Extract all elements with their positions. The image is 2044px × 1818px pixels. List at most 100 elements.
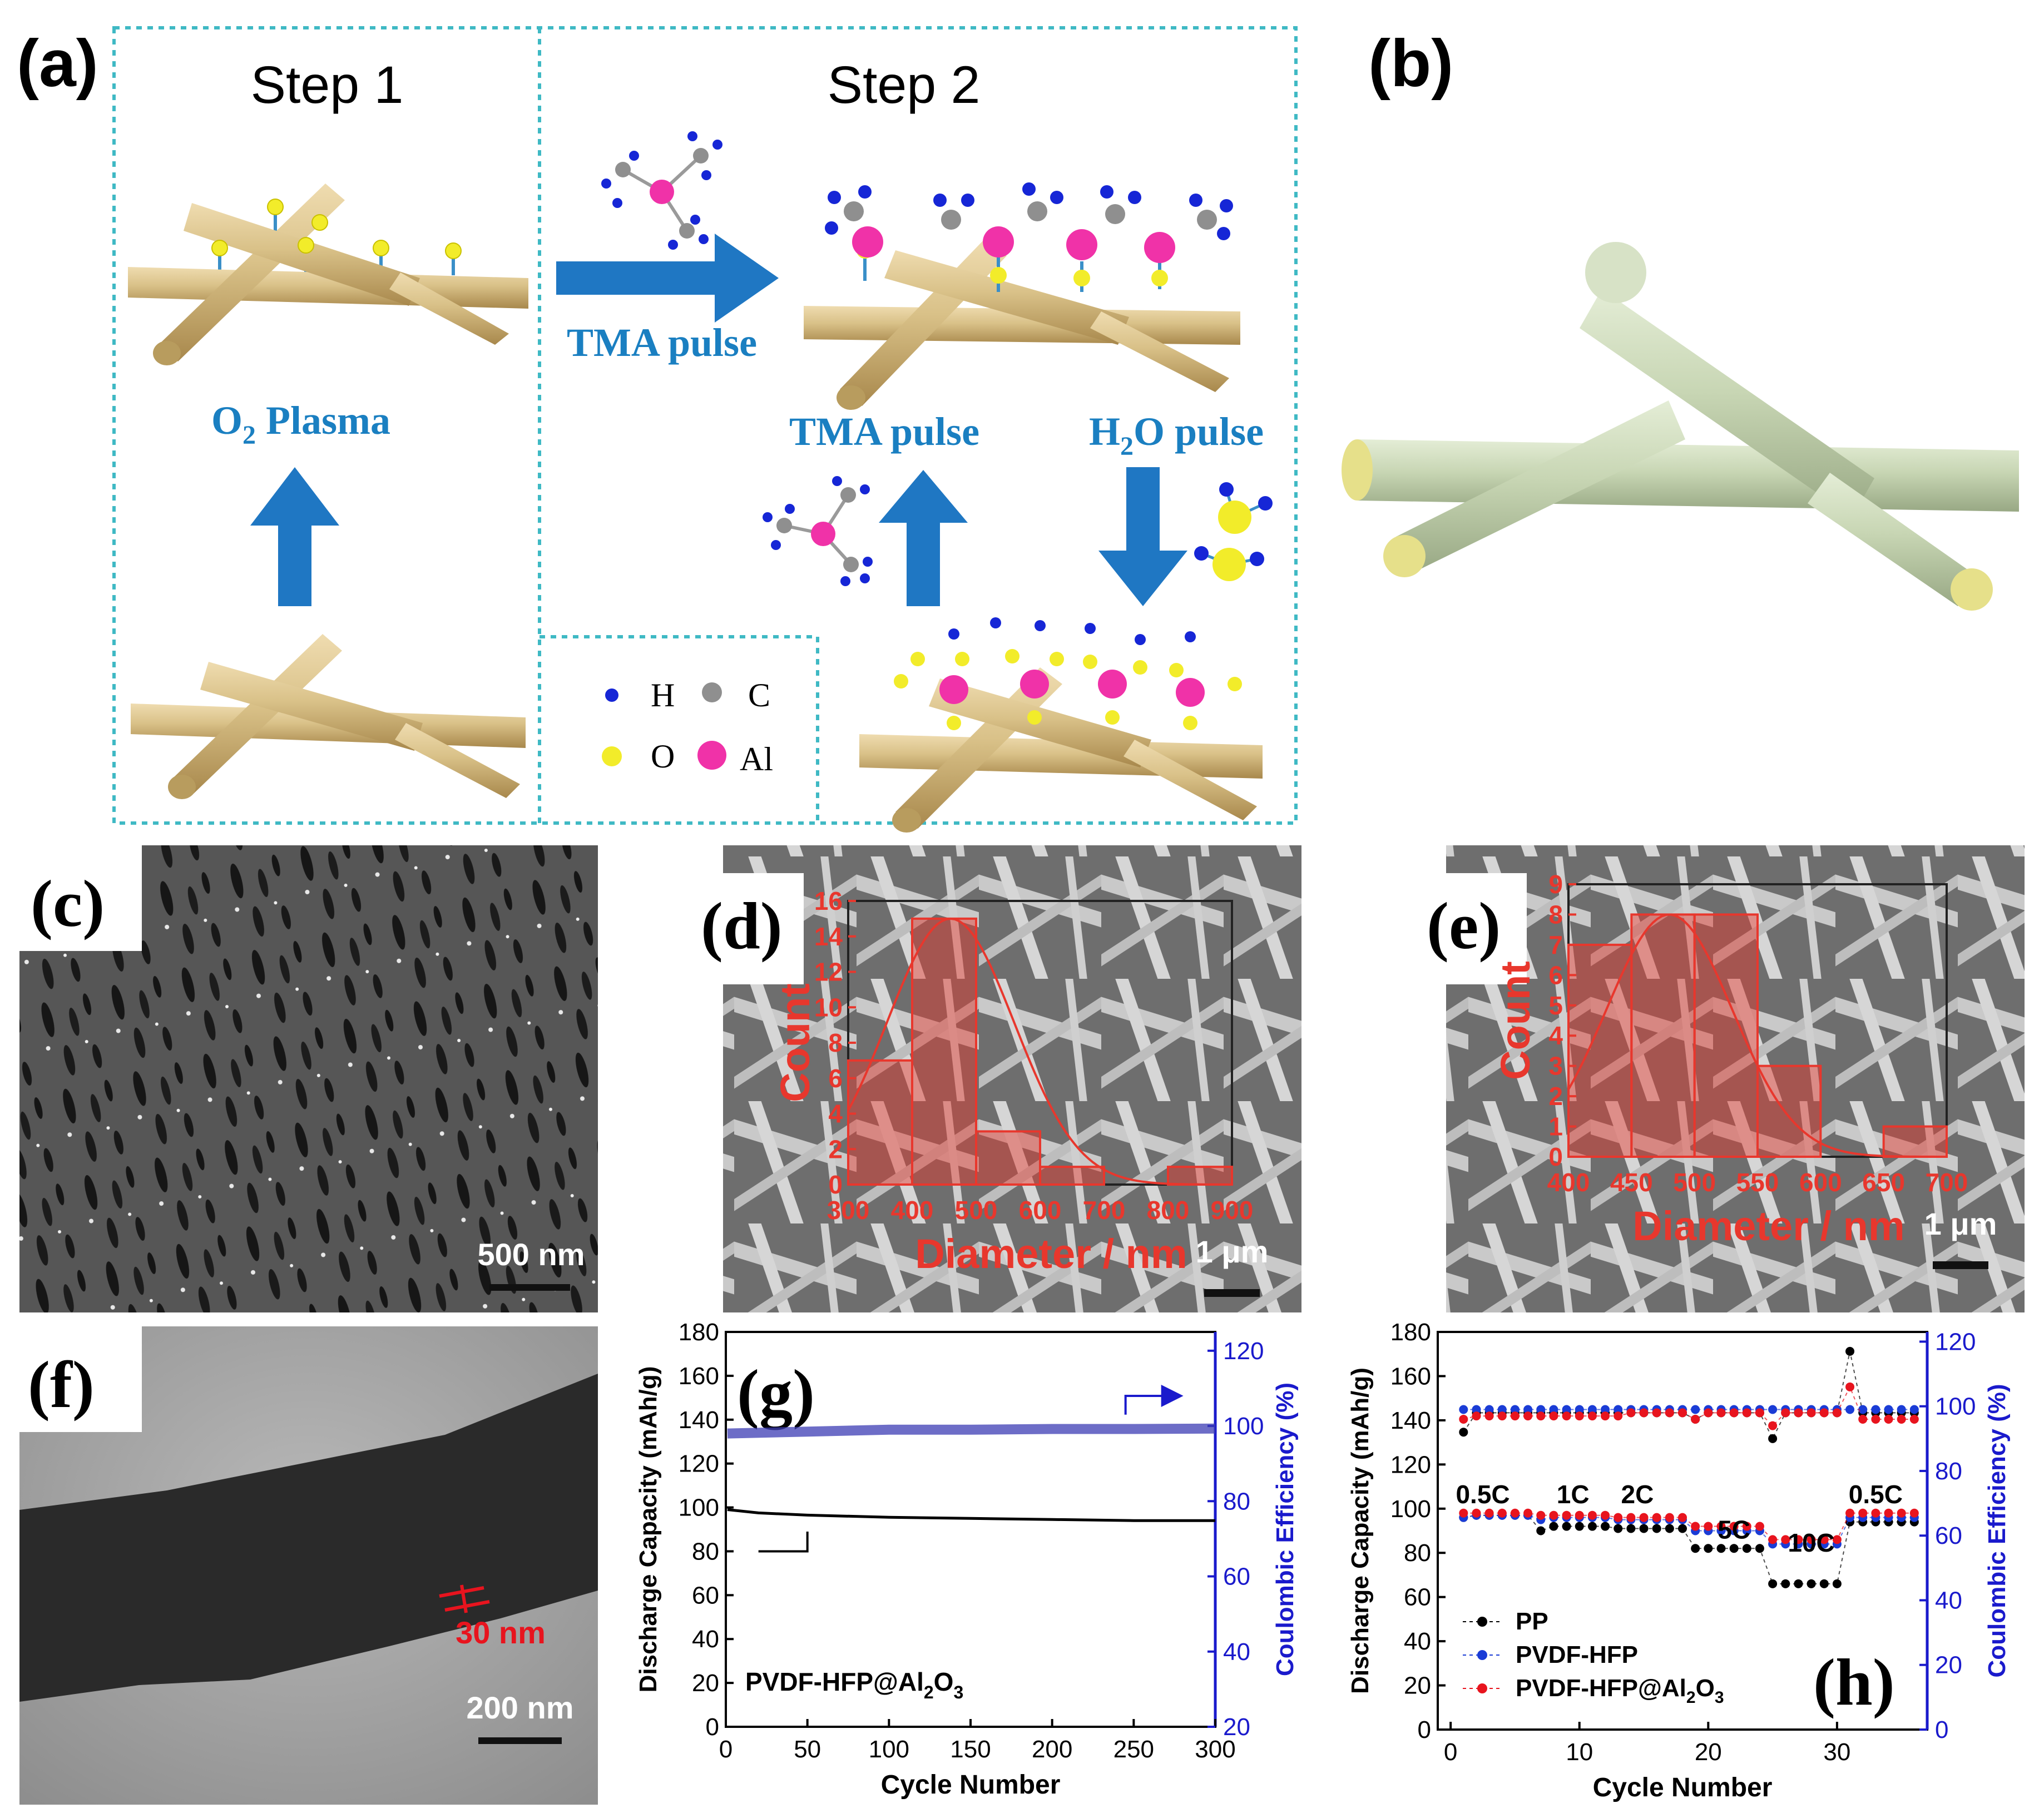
- data-point: [1794, 1408, 1803, 1418]
- x-tick-label: 450: [1610, 1168, 1653, 1197]
- data-point: [1678, 1408, 1687, 1418]
- data-point: [1549, 1510, 1558, 1520]
- data-point: [1884, 1508, 1893, 1518]
- coated-fiber-model: [1342, 242, 2019, 611]
- panel-b: (b): [1342, 26, 2019, 611]
- y-tick-label: 6: [1548, 960, 1563, 989]
- legend-label: PVDF-HFP@Al2O3: [1516, 1675, 1724, 1707]
- y-tick-label: 180: [679, 1319, 719, 1346]
- y-tick-label: 8: [1548, 900, 1563, 929]
- panel-g-label: (g): [737, 1356, 815, 1430]
- series-line: [1463, 1351, 1914, 1440]
- tma-pulse-arrow-up: [879, 470, 968, 606]
- y2-tick-label: 100: [1223, 1413, 1264, 1440]
- thickness-marker: [439, 1584, 490, 1613]
- data-point: [1678, 1513, 1687, 1522]
- y-tick-label: 160: [1390, 1363, 1431, 1390]
- data-point: [1575, 1510, 1584, 1520]
- data-point: [1897, 1414, 1906, 1424]
- legend-h: H: [651, 677, 675, 714]
- data-point: [1691, 1414, 1700, 1424]
- data-point: [1614, 1524, 1623, 1533]
- panel-d-label: (d): [701, 889, 783, 963]
- data-point: [1652, 1408, 1661, 1418]
- data-point: [1794, 1579, 1803, 1588]
- data-point: [1575, 1522, 1584, 1531]
- data-point: [1858, 1414, 1868, 1424]
- data-point: [1909, 1508, 1919, 1518]
- data-point: [1729, 1544, 1739, 1553]
- y-tick-label: 60: [1404, 1584, 1431, 1611]
- y-tick-label: 2: [828, 1135, 843, 1163]
- x-tick-label: 300: [1195, 1736, 1235, 1763]
- data-point: [1858, 1508, 1868, 1518]
- data-point: [1716, 1522, 1726, 1531]
- data-point: [1497, 1411, 1507, 1421]
- y-tick-label: 0: [1418, 1716, 1431, 1743]
- legend-label: PVDF-HFP: [1516, 1641, 1638, 1668]
- y-tick-label: 80: [692, 1538, 719, 1565]
- data-point: [1472, 1405, 1481, 1414]
- data-point: [1575, 1405, 1584, 1414]
- legend-marker: [1477, 1617, 1487, 1627]
- data-point: [1871, 1405, 1880, 1414]
- tma-pulse-arrow-right: [556, 234, 779, 323]
- rate-label: 5C: [1718, 1515, 1750, 1544]
- y-tick-label: 1: [1548, 1112, 1563, 1141]
- y-tick-label: 80: [1404, 1539, 1431, 1567]
- data-point: [1614, 1411, 1623, 1421]
- data-point: [1691, 1544, 1700, 1553]
- data-point: [1562, 1522, 1571, 1531]
- fiber-mat-tma-adsorbed: [804, 182, 1240, 410]
- data-point: [1472, 1508, 1481, 1518]
- y-tick-label: 8: [828, 1028, 843, 1057]
- y-tick-label: 14: [814, 922, 843, 951]
- data-point: [1510, 1411, 1520, 1421]
- data-point: [1497, 1405, 1507, 1414]
- data-point: [1884, 1405, 1893, 1414]
- step2-title: Step 2: [828, 56, 981, 115]
- x-tick-label: 0: [719, 1736, 733, 1763]
- x-tick-label: 900: [1211, 1196, 1254, 1225]
- y-tick-label: 16: [814, 886, 843, 915]
- data-point: [1729, 1522, 1739, 1531]
- data-point: [1704, 1544, 1713, 1553]
- fit-curve: [1567, 913, 1947, 1158]
- data-point: [1729, 1408, 1739, 1418]
- panel-a-label: (a): [17, 26, 98, 101]
- data-point: [1871, 1414, 1880, 1424]
- data-point: [1652, 1524, 1661, 1533]
- data-point: [1459, 1508, 1468, 1518]
- data-point: [1484, 1405, 1494, 1414]
- hist-bar: [1567, 943, 1633, 1158]
- panel-e-label: (e): [1427, 889, 1501, 963]
- fiber-mat-pristine: [131, 634, 526, 799]
- y-tick-label: 20: [1404, 1672, 1431, 1700]
- data-point: [1510, 1405, 1520, 1414]
- y-tick-label: 40: [692, 1626, 719, 1653]
- hist-bar: [1630, 913, 1696, 1158]
- x-tick-label: 200: [1032, 1736, 1072, 1763]
- y-tick-label: 0: [828, 1170, 843, 1199]
- data-point: [1884, 1414, 1893, 1424]
- data-point: [1523, 1508, 1533, 1518]
- x-tick-label: 400: [891, 1196, 934, 1225]
- thickness-label: 30 nm: [456, 1615, 546, 1650]
- y-tick-label: 4: [828, 1099, 843, 1128]
- y2-tick-label: 60: [1223, 1563, 1250, 1591]
- y-tick-label: 140: [679, 1406, 719, 1434]
- tma-pulse-label-mid: TMA pulse: [789, 409, 979, 454]
- y2-tick-label: 80: [1935, 1458, 1962, 1485]
- data-point: [1845, 1382, 1855, 1391]
- y2-tick-label: 60: [1935, 1522, 1962, 1549]
- y2-tick-label: 20: [1223, 1713, 1250, 1741]
- y-tick-label: 20: [692, 1670, 719, 1697]
- data-point: [1794, 1535, 1803, 1544]
- x-axis-title: Cycle Number: [881, 1770, 1061, 1800]
- x-tick-label: 500: [1673, 1168, 1716, 1197]
- rate-label: 2C: [1621, 1480, 1654, 1509]
- data-point: [1845, 1346, 1855, 1356]
- data-point: [1536, 1411, 1546, 1421]
